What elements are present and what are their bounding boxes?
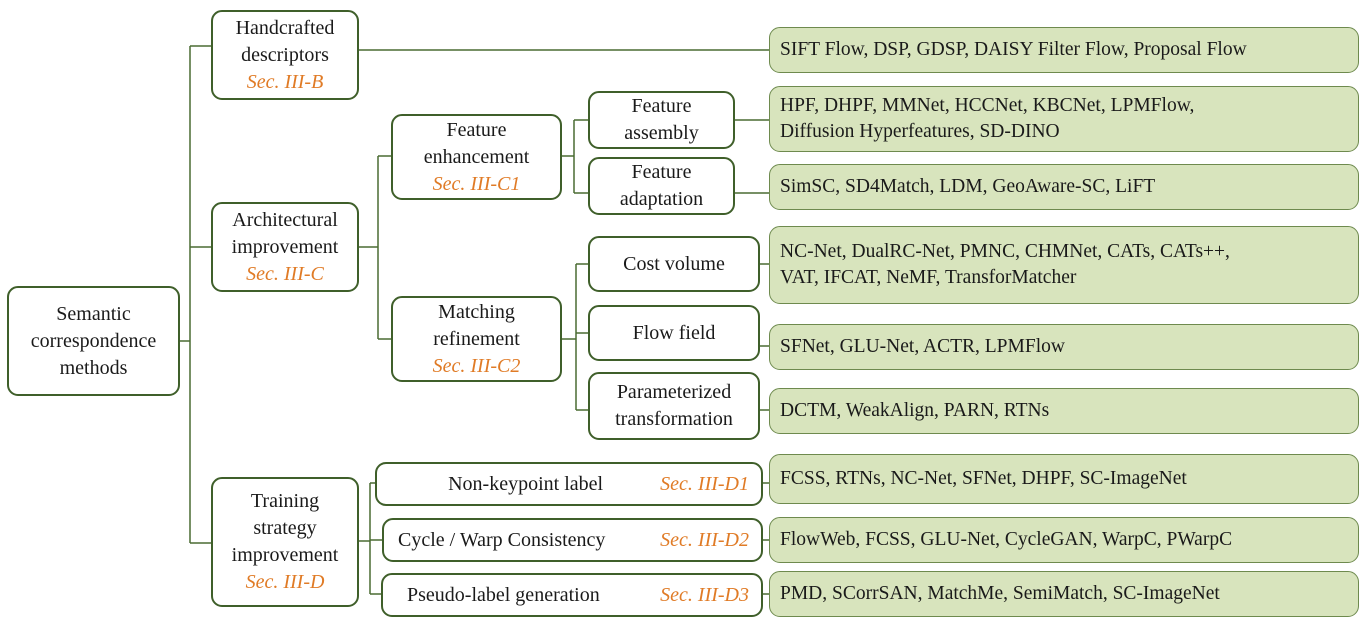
handcrafted-methods: SIFT Flow, DSP, GDSP, DAISY Filter Flow,… <box>769 27 1359 73</box>
handcrafted-methods-text: SIFT Flow, DSP, GDSP, DAISY Filter Flow,… <box>780 39 1247 60</box>
parameterized-line1: Parameterized <box>616 381 732 403</box>
architectural-sec: Sec. III-C <box>246 262 324 285</box>
parameterized-methods: DCTM, WeakAlign, PARN, RTNs <box>769 388 1359 434</box>
cost-volume-methods: NC-Net, DualRC-Net, PMNC, CHMNet, CATs, … <box>769 226 1359 304</box>
architectural-line2: improvement <box>231 235 339 258</box>
training-sec: Sec. III-D <box>245 571 325 593</box>
training-line2: strategy <box>253 517 317 539</box>
flow-field-label: Flow field <box>632 321 716 344</box>
architectural-line1: Architectural <box>232 208 338 231</box>
handcrafted-node: Handcrafted descriptors Sec. III-B <box>211 10 359 100</box>
cost-volume-label: Cost volume <box>623 252 725 275</box>
root-line3: methods <box>59 356 128 379</box>
flow-field-node: Flow field <box>588 305 760 361</box>
pseudo-label-sec: Sec. III-D3 <box>660 583 749 606</box>
feature-adaptation-methods: SimSC, SD4Match, LDM, GeoAware-SC, LiFT <box>769 164 1359 210</box>
cost-volume-methods-line2: VAT, IFCAT, NeMF, TransforMatcher <box>780 267 1077 288</box>
handcrafted-line1: Handcrafted <box>235 16 335 39</box>
handcrafted-sec: Sec. III-B <box>246 70 324 93</box>
feature-assembly-methods-line1: HPF, DHPF, MMNet, HCCNet, KBCNet, LPMFlo… <box>780 95 1195 116</box>
feature-assembly-methods: HPF, DHPF, MMNet, HCCNet, KBCNet, LPMFlo… <box>769 86 1359 152</box>
cycle-warp-methods: FlowWeb, FCSS, GLU-Net, CycleGAN, WarpC,… <box>769 517 1359 563</box>
cycle-warp-node: Cycle / Warp Consistency Sec. III-D2 <box>382 518 763 562</box>
training-node: Training strategy improvement Sec. III-D <box>211 477 359 607</box>
root-line1: Semantic <box>56 302 131 325</box>
feature-adaptation-node: Feature adaptation <box>588 157 735 215</box>
pseudo-label-node: Pseudo-label generation Sec. III-D3 <box>381 573 763 617</box>
matching-refinement-sec: Sec. III-C2 <box>432 354 521 377</box>
pseudo-label-methods: PMD, SCorrSAN, MatchMe, SemiMatch, SC-Im… <box>769 571 1359 617</box>
handcrafted-line2: descriptors <box>241 43 329 66</box>
pseudo-label-label: Pseudo-label generation <box>407 583 600 606</box>
cost-volume-node: Cost volume <box>588 236 760 292</box>
root-line2: correspondence <box>30 329 157 352</box>
architectural-node: Architectural improvement Sec. III-C <box>211 202 359 292</box>
parameterized-line2: transformation <box>615 408 733 430</box>
non-keypoint-node: Non-keypoint label Sec. III-D1 <box>375 462 763 506</box>
feature-enhancement-line1: Feature <box>446 118 507 141</box>
matching-refinement-line2: refinement <box>433 327 520 350</box>
flow-field-methods: SFNet, GLU-Net, ACTR, LPMFlow <box>769 324 1359 370</box>
feature-enhancement-sec: Sec. III-C1 <box>432 172 521 195</box>
feature-assembly-methods-line2: Diffusion Hyperfeatures, SD-DINO <box>780 121 1060 142</box>
non-keypoint-methods: FCSS, RTNs, NC-Net, SFNet, DHPF, SC-Imag… <box>769 454 1359 504</box>
cycle-warp-methods-text: FlowWeb, FCSS, GLU-Net, CycleGAN, WarpC,… <box>780 529 1233 550</box>
feature-enhancement-node: Feature enhancement Sec. III-C1 <box>391 114 562 200</box>
cycle-warp-label: Cycle / Warp Consistency <box>398 528 606 551</box>
training-line1: Training <box>250 490 320 512</box>
feature-adaptation-methods-text: SimSC, SD4Match, LDM, GeoAware-SC, LiFT <box>780 176 1156 197</box>
training-line3: improvement <box>231 544 339 566</box>
feature-adaptation-line2: adaptation <box>619 188 704 210</box>
cycle-warp-sec: Sec. III-D2 <box>660 528 749 551</box>
feature-assembly-node: Feature assembly <box>588 91 735 149</box>
non-keypoint-methods-text: FCSS, RTNs, NC-Net, SFNet, DHPF, SC-Imag… <box>780 468 1187 489</box>
root-node: Semantic correspondence methods <box>7 286 180 396</box>
cost-volume-methods-line1: NC-Net, DualRC-Net, PMNC, CHMNet, CATs, … <box>780 241 1230 262</box>
flow-field-methods-text: SFNet, GLU-Net, ACTR, LPMFlow <box>780 336 1065 357</box>
parameterized-node: Parameterized transformation <box>588 372 760 440</box>
parameterized-methods-text: DCTM, WeakAlign, PARN, RTNs <box>780 400 1050 421</box>
matching-refinement-line1: Matching <box>438 300 515 323</box>
non-keypoint-label: Non-keypoint label <box>448 472 604 495</box>
feature-adaptation-line1: Feature <box>631 161 692 183</box>
matching-refinement-node: Matching refinement Sec. III-C2 <box>391 296 562 382</box>
feature-assembly-line2: assembly <box>624 122 699 144</box>
non-keypoint-sec: Sec. III-D1 <box>660 472 749 495</box>
feature-enhancement-line2: enhancement <box>423 145 530 168</box>
feature-assembly-line1: Feature <box>631 95 692 117</box>
pseudo-label-methods-text: PMD, SCorrSAN, MatchMe, SemiMatch, SC-Im… <box>780 583 1220 604</box>
